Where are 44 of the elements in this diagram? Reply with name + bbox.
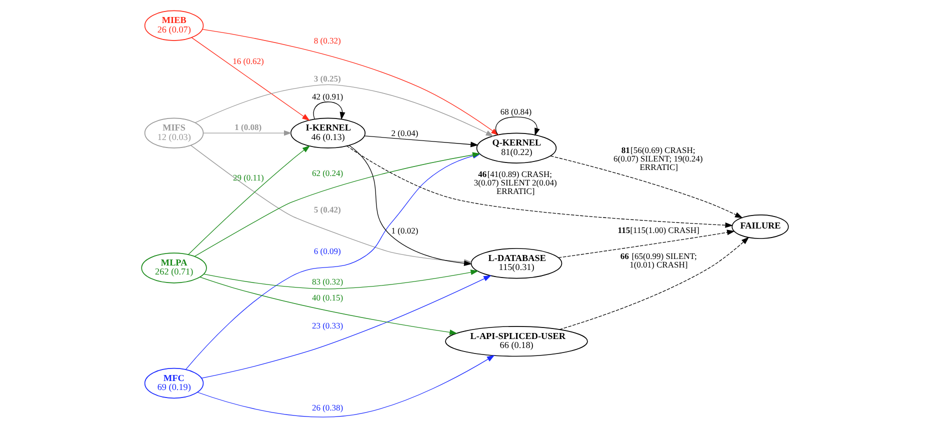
node-ellipse: L-API-SPLICED-USER 66 (0.18) xyxy=(444,326,588,357)
edge-label: 46[41(0.89) CRASH; 3(0.07) SILENT 2(0.04) ERRATIC] xyxy=(473,169,556,196)
arrow xyxy=(202,130,292,136)
arrow xyxy=(558,230,734,258)
arrow xyxy=(495,116,540,136)
arrow xyxy=(558,236,749,330)
edge-label: 81[56(0.69) CRASH; 6(0.07) SILENT; 19(0.24) ERRATIC] xyxy=(613,144,702,172)
arrow xyxy=(190,37,310,121)
arrow xyxy=(202,29,499,136)
node-ellipse: I-KERNEL 46 (0.13) xyxy=(290,118,366,148)
arrow xyxy=(346,146,733,228)
edge-label: 29 (0.11) xyxy=(232,172,264,182)
edge-label: 2 (0.04) xyxy=(390,128,418,138)
arrow xyxy=(196,355,494,418)
node-ellipse: MLPA 262 (0.71) xyxy=(140,252,206,284)
edge-label: 1 (0.02) xyxy=(390,226,418,236)
arrow xyxy=(187,145,310,255)
node-ellipse: Q-KERNEL 81(0.22) xyxy=(476,132,556,164)
edge-label: 26 (0.38) xyxy=(311,402,343,412)
arrow xyxy=(364,136,478,148)
edge-label: 16 (0.62) xyxy=(232,56,264,66)
edge-label: 8 (0.32) xyxy=(313,36,340,46)
edge-label: 42 (0.91) xyxy=(311,92,343,102)
edge-label: 40 (0.15) xyxy=(311,292,343,302)
arrow xyxy=(200,275,491,378)
node-ellipse: MFC 69 (0.19) xyxy=(144,368,204,399)
arrow xyxy=(194,84,494,136)
arrow xyxy=(312,102,345,120)
edge-label: 66 [65(0.99) SILENT; 1(0.01) CRASH] xyxy=(620,251,696,270)
arrow xyxy=(202,270,478,290)
edge-label: 62 (0.24) xyxy=(311,168,343,178)
edge-label: 6 (0.09) xyxy=(313,246,340,256)
edge-label: 115[115(1.00) CRASH] xyxy=(617,224,699,235)
edge-label: 3 (0.25) xyxy=(313,74,340,84)
edge-label: 23 (0.33) xyxy=(311,320,343,331)
arrow xyxy=(550,156,742,218)
edge-label: 68 (0.84) xyxy=(500,106,532,117)
node-ellipse: MIEB 26 (0.07) xyxy=(144,10,204,41)
edge-label: 5 (0.42) xyxy=(313,204,340,215)
arrow xyxy=(199,276,457,336)
edge-label: 83 (0.32) xyxy=(311,276,343,287)
node-ellipse: FAILURE xyxy=(731,214,788,239)
node-ellipse: MIFS 12 (0.03) xyxy=(144,118,204,148)
edge-label: 1 (0.08) xyxy=(234,122,262,132)
